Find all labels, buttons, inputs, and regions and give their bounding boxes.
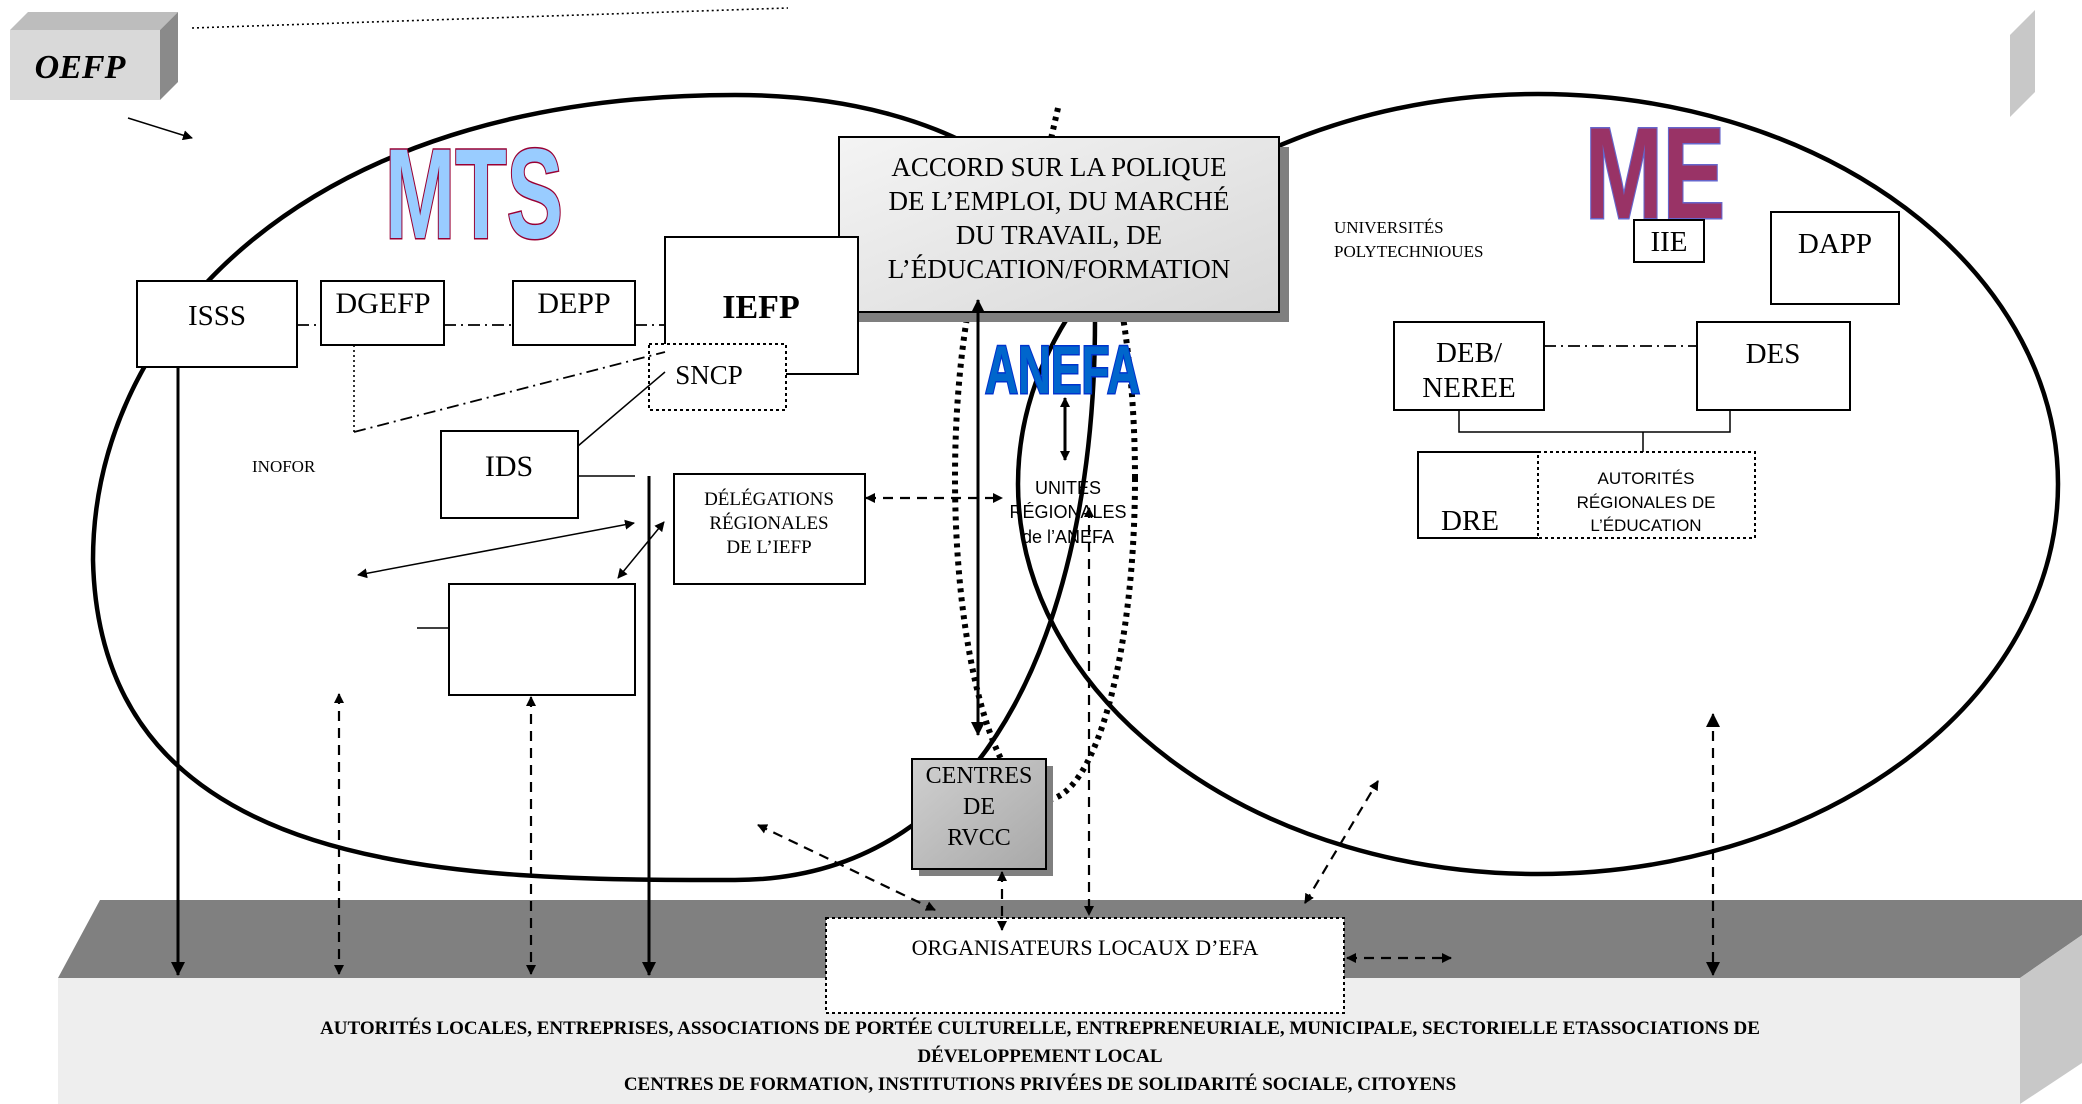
inofor-label: INOFOR [252,457,316,476]
isss-label: ISSS [188,300,246,332]
autorites-line-2: RÉGIONALES DE [1577,493,1716,512]
accord-line-1: ACCORD SUR LA POLIQUE [891,152,1226,182]
iie-label: IIE [1650,226,1687,258]
organisateurs-box [825,917,1345,1014]
svg-text:UNIVERSITÉS: UNIVERSITÉS [1334,218,1444,237]
anefa-ellipse [952,153,1138,803]
delegations-box [673,473,866,585]
svg-text:ACCORD SUR LA POLIQUE: ACCORD SUR LA POLIQUE [891,152,1226,182]
des-label: DES [1746,338,1801,370]
platform-line-2: DÉVELOPPEMENT LOCAL [917,1045,1162,1067]
deb-box [1393,321,1545,411]
ids-label: IDS [485,450,533,483]
accord-box: ACCORD SUR LA POLIQUE DE L’EMPLOI, DU MA… [838,136,1289,322]
dgefp-box [320,280,445,346]
accord-line-2: DE L’EMPLOI, DU MARCHÉ [888,186,1229,216]
unites-line-1: UNITÉS [1035,478,1101,498]
me-ellipse [1015,91,2061,877]
isss-box [136,280,298,368]
universites-line-1: UNIVERSITÉS [1334,218,1444,237]
autorites-line-3: L’ÉDUCATION [1590,516,1701,535]
autorites-line-1: AUTORITÉS [1598,469,1695,488]
deb-line-1: DEB/ [1436,337,1503,369]
oefp-label: OEFP [35,49,126,86]
svg-text:L’ÉDUCATION/FORMATION: L’ÉDUCATION/FORMATION [888,254,1231,284]
empty-box [448,583,636,696]
svg-text:CENTRES DE FORMATION, INSTITUT: CENTRES DE FORMATION, INSTITUTIONS PRIVÉ… [624,1073,1456,1095]
organisateurs-label: ORGANISATEURS LOCAUX D’EFA [912,935,1259,960]
platform-line-3: CENTRES DE FORMATION, INSTITUTIONS PRIVÉ… [624,1073,1456,1095]
svg-text:RÉGIONALES DE: RÉGIONALES DE [1577,493,1716,512]
autorites-regionales-box [1537,451,1756,539]
svg-text:RÉGIONALES: RÉGIONALES [709,512,828,534]
dapp-label: DAPP [1798,228,1872,260]
des-box [1696,321,1851,411]
diag-dashed-arrow-right [1304,780,1379,904]
universites-line-2: POLYTECHNIOUES [1334,242,1483,261]
svg-text:RVCC: RVCC [947,825,1010,851]
depp-label: DEPP [537,287,610,320]
svg-text:DE: DE [963,794,995,820]
dapp-box [1770,211,1900,305]
rvcc-line-1: CENTRES [926,763,1033,789]
unites-line-3: de l’ANEFA [1022,527,1114,547]
iefp-inofor-link [353,351,666,433]
iefp-label: IEFP [722,289,799,326]
ids-box [440,430,579,519]
sncp-label: SNCP [675,360,743,390]
svg-text:DU TRAVAIL, DE: DU TRAVAIL, DE [956,220,1162,250]
anefa-title: ANEFA [985,332,1140,408]
inofor-arrow [357,519,635,579]
mts-title: MTS [385,123,563,266]
oefp-dotted-line [191,7,789,29]
diag-dashed-arrow-left [757,824,936,911]
svg-text:L’ÉDUCATION: L’ÉDUCATION [1590,516,1701,535]
accord-line-4: L’ÉDUCATION/FORMATION [888,254,1231,284]
rvcc-line-2: DE [963,794,995,820]
platform-side [2020,935,2082,1104]
accord-line-3: DU TRAVAIL, DE [956,220,1162,250]
svg-text:DE L’EMPLOI, DU MARCHÉ: DE L’EMPLOI, DU MARCHÉ [888,186,1229,216]
delegations-line-1: DÉLÉGATIONS [704,488,834,510]
svg-text:de l’ANEFA: de l’ANEFA [1022,527,1114,547]
sncp-box [648,343,787,411]
svg-text:DEB/: DEB/ [1436,337,1503,369]
unites-line-2: RÉGIONALES [1009,502,1126,522]
svg-text:DE L’IEFP: DE L’IEFP [726,537,811,558]
iie-box [1633,219,1705,263]
oefp-pointer-arrow [127,117,193,141]
depp-box [512,280,636,346]
svg-text:AUTORITÉS LOCALES, ENTREPRISES: AUTORITÉS LOCALES, ENTREPRISES, ASSOCIAT… [320,1017,1760,1039]
dgefp-label: DGEFP [335,287,430,320]
deb-line-2: NEREE [1422,372,1515,404]
svg-text:RÉGIONALES: RÉGIONALES [1009,502,1126,522]
svg-text:AUTORITÉS: AUTORITÉS [1598,469,1695,488]
oefp-box: OEFP [10,12,178,100]
deb-des-bracket [1458,410,1731,433]
iefp-ids-link [577,371,666,447]
delegations-line-3: DE L’IEFP [726,537,811,558]
svg-text:DÉVELOPPEMENT LOCAL: DÉVELOPPEMENT LOCAL [917,1045,1162,1067]
svg-text:DÉLÉGATIONS: DÉLÉGATIONS [704,488,834,510]
dre-label: DRE [1441,505,1499,537]
empty-box-arrow [617,521,665,579]
svg-text:UNITÉS: UNITÉS [1035,478,1101,498]
rvcc-line-3: RVCC [947,825,1010,851]
delegations-line-2: RÉGIONALES [709,512,828,534]
svg-text:POLYTECHNIOUES: POLYTECHNIOUES [1334,242,1483,261]
dre-box [1417,451,1541,539]
platform-line-1: AUTORITÉS LOCALES, ENTREPRISES, ASSOCIAT… [320,1017,1760,1039]
corner-wedge [2010,10,2035,117]
svg-text:CENTRES: CENTRES [926,763,1033,789]
svg-text:NEREE: NEREE [1422,372,1515,404]
